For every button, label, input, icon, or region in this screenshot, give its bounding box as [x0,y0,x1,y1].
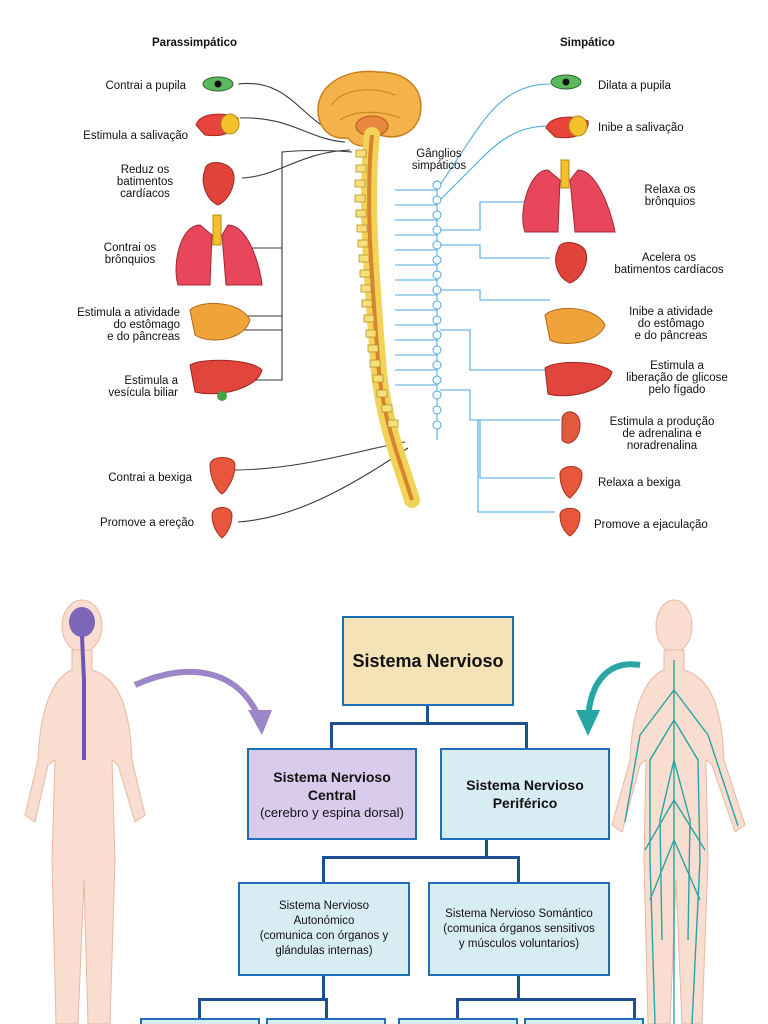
connector [456,998,459,1024]
connector [517,976,520,1000]
partial-box [524,1018,644,1024]
left-organs [175,76,263,539]
connector [633,998,636,1024]
connector [322,976,325,1000]
peripheral-nervous-system-box: Sistema Nervioso Periférico [440,748,610,840]
central-title-line1: Sistema Nervioso [273,768,391,785]
sympathetic-nerves [439,83,560,513]
connector [322,856,325,882]
connector [198,998,328,1001]
connector [456,998,636,1001]
peripheral-title-line2: Periférico [492,795,558,811]
autonomic-line2: Autonómico [293,915,355,927]
sympathetic-header: Simpático [560,37,615,49]
somatic-line2: (comunica órganos sensitivos [443,922,595,935]
root-box: Sistema Nervioso [342,616,514,706]
connector [322,856,520,859]
ganglia-spokes [395,189,437,386]
right-organs [522,74,616,537]
sympathetic-effect: Inibe a salivação [598,122,684,134]
anatomy-artwork [175,70,616,539]
peripheral-title-line1: Sistema Nervioso [466,777,584,793]
autonomic-line4: glándulas internas) [275,945,373,957]
connector [330,722,528,725]
sympathetic-effect: Relaxa a bexiga [598,477,681,489]
parasympathetic-header: Parassimpático [152,37,238,49]
brain [317,70,422,147]
autonomic-line1: Sistema Nervioso [278,900,370,912]
sympathetic-effect: Dilata a pupila [598,80,671,92]
cns-human-figure [24,599,146,1024]
central-nervous-system-box: Sistema Nervioso Central (cerebro y espi… [247,748,417,840]
partial-box [398,1018,518,1024]
nervous-system-chart: Sistema Nervioso Sistema Nervioso Centra… [0,560,768,1024]
central-subtitle: (cerebro y espina dorsal) [260,804,404,820]
connector [325,998,328,1024]
somatic-line3: y músculos voluntarios) [458,937,580,950]
body-figures [24,599,746,1024]
connector [426,704,429,724]
parasympathetic-effect: Contrai a bexiga [108,472,192,484]
somatic-nervous-system-box: Sistema Nervioso Somántico (comunica órg… [428,882,610,976]
root-label: Sistema Nervioso [352,651,504,671]
somatic-line1: Sistema Nervioso Somántico [445,907,593,920]
connector [517,856,520,882]
connector [485,838,488,858]
sympathetic-effect: Promove a ejaculação [594,519,708,531]
autonomic-line3: (comunica con órganos y [259,930,389,942]
parasympathetic-effect: Estimula a salivação [83,130,188,142]
parasympathetic-effect: Contrai a pupila [105,80,186,92]
pns-human-figure [611,599,746,1024]
teal-arrow [585,661,641,721]
partial-box [140,1018,260,1024]
parasympathetic-effect: Promove a ereção [100,517,194,529]
partial-box [266,1018,386,1024]
connector [525,722,528,748]
spinal-column [354,127,420,508]
central-title-line2: Central [307,786,357,803]
connector [198,998,201,1024]
sympathetic-ganglia-chain [432,180,442,440]
purple-arrow [133,668,263,722]
autonomic-nervous-system-box: Sistema Nervioso Autonómico (comunica co… [238,882,410,976]
connector [330,722,333,748]
